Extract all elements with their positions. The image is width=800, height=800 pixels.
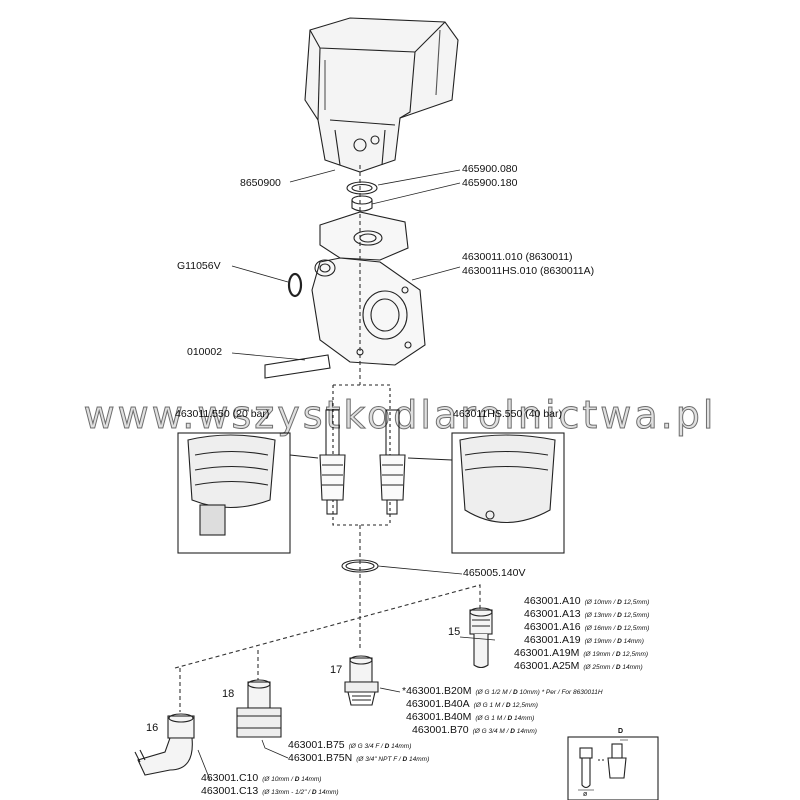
side-oring-shape: [287, 272, 303, 298]
part-row: 463001.B75N(Ø 3/4" NPT F / D 14mm): [288, 752, 430, 764]
leader-inset-left: [289, 454, 319, 459]
group-number-18: 18: [222, 688, 235, 700]
detail-inset-40bar: [451, 432, 565, 554]
part-row: 463001.B75(Ø G 3/4 F / D 14mm): [288, 739, 412, 751]
fitting-18-shape: [236, 679, 282, 738]
mini-inset-box: [567, 736, 659, 800]
assembly-dashed-lines: [174, 165, 481, 712]
label-body-1: 4630011.010 (8630011): [462, 251, 573, 263]
part-row: 463001.A10(Ø 10mm / D 12,5mm): [524, 595, 650, 607]
group-number-17: 17: [330, 664, 343, 676]
clip-shape: [264, 354, 331, 379]
label-bottom-oring: 465005.140V: [463, 567, 526, 579]
group-number-15: 15: [448, 626, 461, 638]
label-piston-40bar: 463011HS.550 (40 bar): [453, 408, 562, 420]
part-row: 463001.B40A(Ø G 1 M / D 12,5mm): [406, 698, 538, 710]
valve-body-drawing: [311, 211, 426, 366]
part-row: *463001.B20M(Ø G 1/2 M / D 10mm) * Per /…: [402, 685, 603, 697]
fitting-17-shape: [344, 655, 379, 706]
group-number-16: 16: [146, 722, 159, 734]
part-row: 463001.A25M(Ø 25mm / D 14mm): [514, 660, 643, 672]
mini-inset-d-label: D: [618, 728, 624, 735]
part-row: 463001.B70(Ø G 3/4 M / D 14mm): [412, 724, 537, 736]
mini-inset-phi-label: ø: [583, 791, 588, 798]
label-side-oring: G11056V: [177, 260, 221, 272]
pistons-drawing: [319, 384, 406, 526]
part-row: 463001.C10(Ø 10mm / D 14mm): [201, 772, 322, 784]
washer-shape: [351, 195, 373, 212]
oring-top-shape: [346, 181, 378, 195]
label-actuator: 8650900: [240, 177, 281, 189]
part-row: 463001.A16(Ø 16mm / D 12,5mm): [524, 621, 650, 633]
part-row: 463001.A19(Ø 19mm / D 14mm): [524, 634, 644, 646]
part-row: 463001.A13(Ø 13mm / D 12,5mm): [524, 608, 650, 620]
part-row: 463001.B40M(Ø G 1 M / D 14mm): [406, 711, 535, 723]
detail-inset-20bar: [177, 432, 291, 554]
fitting-15-shape: [469, 607, 493, 669]
actuator-housing-drawing: [304, 17, 459, 173]
leader-lines: [197, 169, 496, 781]
label-oring-080: 465900.080: [462, 163, 518, 175]
label-washer-180: 465900.180: [462, 177, 518, 189]
leader-inset-right: [407, 457, 453, 461]
label-piston-20bar: 463011.550 (20 bar): [175, 408, 270, 420]
fitting-16-elbow-shape: [134, 713, 195, 776]
label-clip: 010002: [187, 346, 223, 358]
part-row: 463001.A19M(Ø 19mm / D 12,5mm): [514, 647, 649, 659]
label-body-2: 4630011HS.010 (8630011A): [462, 265, 595, 277]
part-row: 463001.C13(Ø 13mm - 1/2" / D 14mm): [201, 785, 339, 797]
